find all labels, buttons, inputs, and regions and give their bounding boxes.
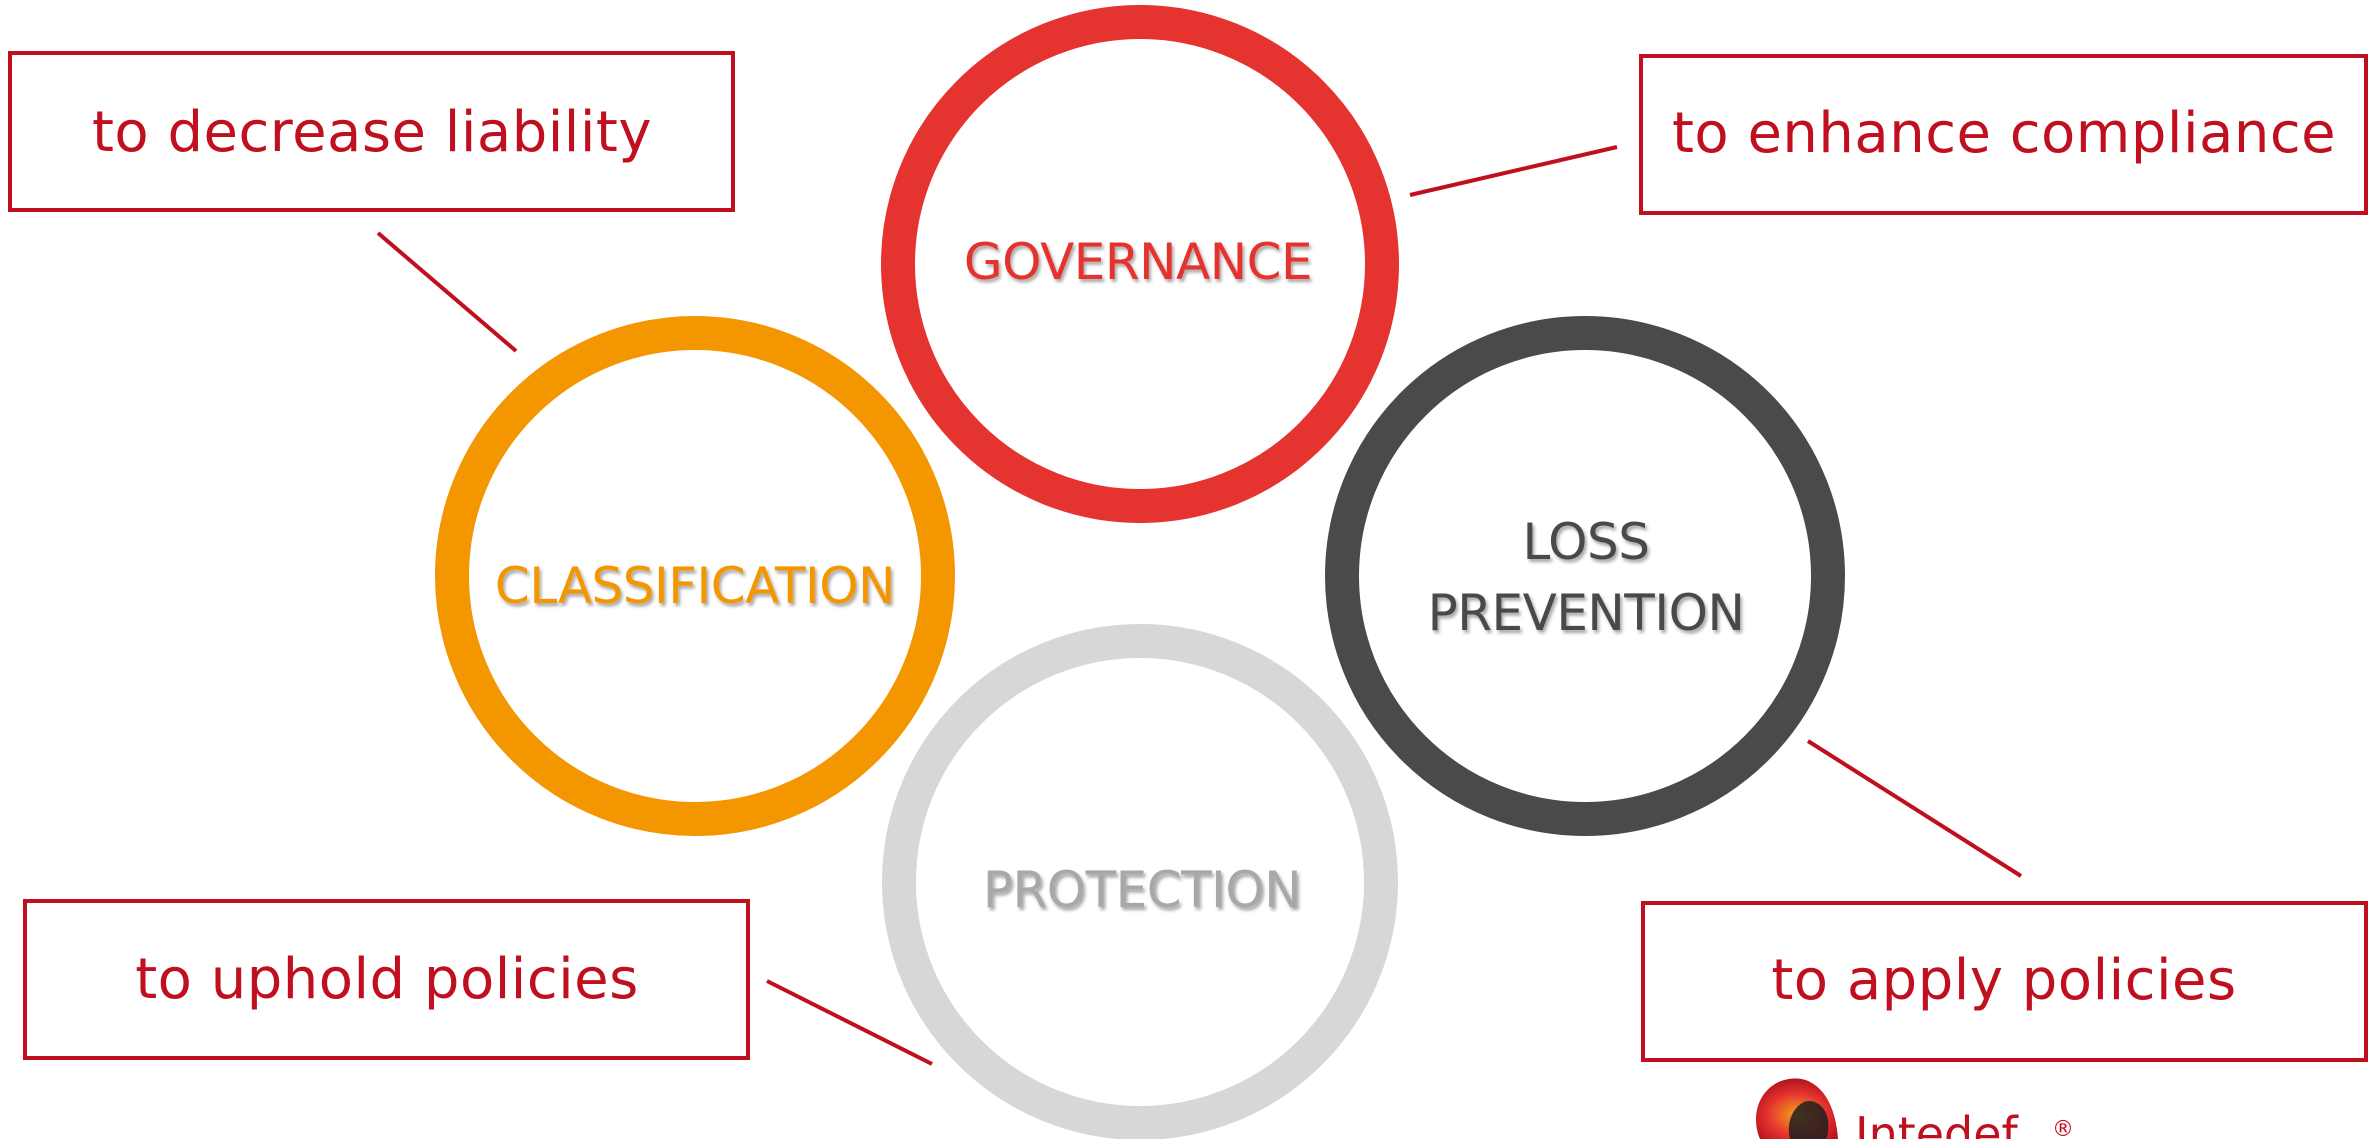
protection-circle — [882, 624, 1398, 1139]
connector-top-right — [1409, 145, 1618, 197]
governance-circle — [881, 5, 1399, 523]
loss-prevention-circle — [1325, 316, 1845, 836]
loss-prevention-label-line1: LOSS — [1523, 513, 1650, 571]
intedef-logo: Intedef ® — [1756, 1078, 2074, 1139]
classification-label: CLASSIFICATION — [495, 557, 895, 615]
logo-text: Intedef — [1855, 1107, 2020, 1139]
connector-top-left — [376, 231, 518, 353]
connector-bottom-left — [766, 979, 933, 1066]
box-bottom-left: to uphold policies — [23, 899, 750, 1060]
box-top-right-text: to enhance compliance — [1672, 101, 2336, 166]
box-bottom-right-text: to apply policies — [1771, 948, 2236, 1013]
box-top-left: to decrease liability — [8, 51, 735, 212]
classification-circle — [435, 316, 955, 836]
logo-registered-mark: ® — [2052, 1117, 2074, 1139]
protection-label: PROTECTION — [983, 861, 1301, 919]
logo-flame-accent-icon — [1788, 1100, 1829, 1139]
governance-label: GOVERNANCE — [964, 233, 1312, 291]
connector-bottom-right — [1806, 739, 2023, 878]
box-top-right: to enhance compliance — [1639, 54, 2368, 215]
box-bottom-left-text: to uphold policies — [135, 947, 639, 1012]
loss-prevention-label-line2: PREVENTION — [1428, 584, 1745, 642]
box-top-left-text: to decrease liability — [92, 100, 652, 165]
box-bottom-right: to apply policies — [1641, 901, 2368, 1062]
